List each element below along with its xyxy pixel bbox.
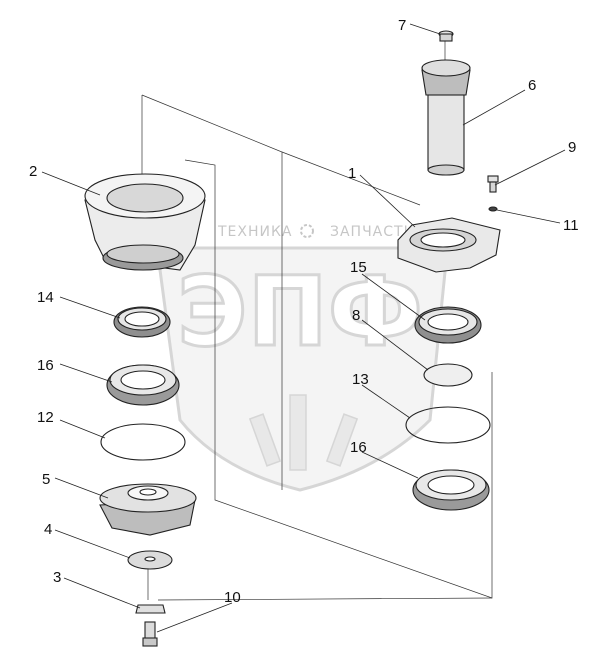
watermark-brand-right: ЗАПЧАСТИ <box>330 224 415 240</box>
part-washer-11 <box>488 206 498 212</box>
part-hub <box>84 173 206 271</box>
part-lock-plate <box>135 604 166 614</box>
part-plug <box>438 30 454 42</box>
part-flange <box>397 217 501 273</box>
part-bevel-gear <box>99 483 197 536</box>
callout-15: 15 <box>350 259 367 276</box>
gear-icon <box>300 224 314 238</box>
part-shaft <box>421 59 471 176</box>
callouts: 1 2 3 4 5 6 7 8 9 10 11 12 13 14 15 16 1… <box>29 17 579 606</box>
part-seal-15 <box>414 306 482 344</box>
leader-lines <box>41 23 566 633</box>
watermark-brand-left: ТЕХНИКА <box>217 224 293 240</box>
callout-1: 1 <box>348 165 356 182</box>
callout-5: 5 <box>42 471 50 488</box>
watermark-logo-letters: ЭПФ <box>177 256 423 368</box>
part-bearing-16-left <box>106 364 180 406</box>
callout-12: 12 <box>37 409 54 426</box>
callout-13: 13 <box>352 371 369 388</box>
callout-16-left: 16 <box>37 357 54 374</box>
part-bolt-10 <box>142 621 158 647</box>
part-oring-13 <box>405 406 491 444</box>
callout-7: 7 <box>398 17 406 34</box>
callout-16-right: 16 <box>350 439 367 456</box>
part-washer <box>127 550 173 570</box>
callout-10: 10 <box>224 589 241 606</box>
callout-9: 9 <box>568 139 576 156</box>
callout-6: 6 <box>528 77 536 94</box>
watermark: ЭПФ ТЕХНИКА ЗАПЧАСТИ <box>158 224 447 492</box>
callout-8: 8 <box>352 307 360 324</box>
callout-4: 4 <box>44 521 52 538</box>
part-ring-8 <box>423 363 473 387</box>
callout-11: 11 <box>563 217 579 234</box>
part-bearing-16-right <box>412 469 490 511</box>
callout-14: 14 <box>37 289 54 306</box>
callout-2: 2 <box>29 163 37 180</box>
watermark-wheat-emblem <box>248 394 359 471</box>
part-bolt-9 <box>487 175 499 193</box>
callout-3: 3 <box>53 569 61 586</box>
part-oring-12 <box>100 423 186 461</box>
part-seal-14 <box>113 306 171 338</box>
